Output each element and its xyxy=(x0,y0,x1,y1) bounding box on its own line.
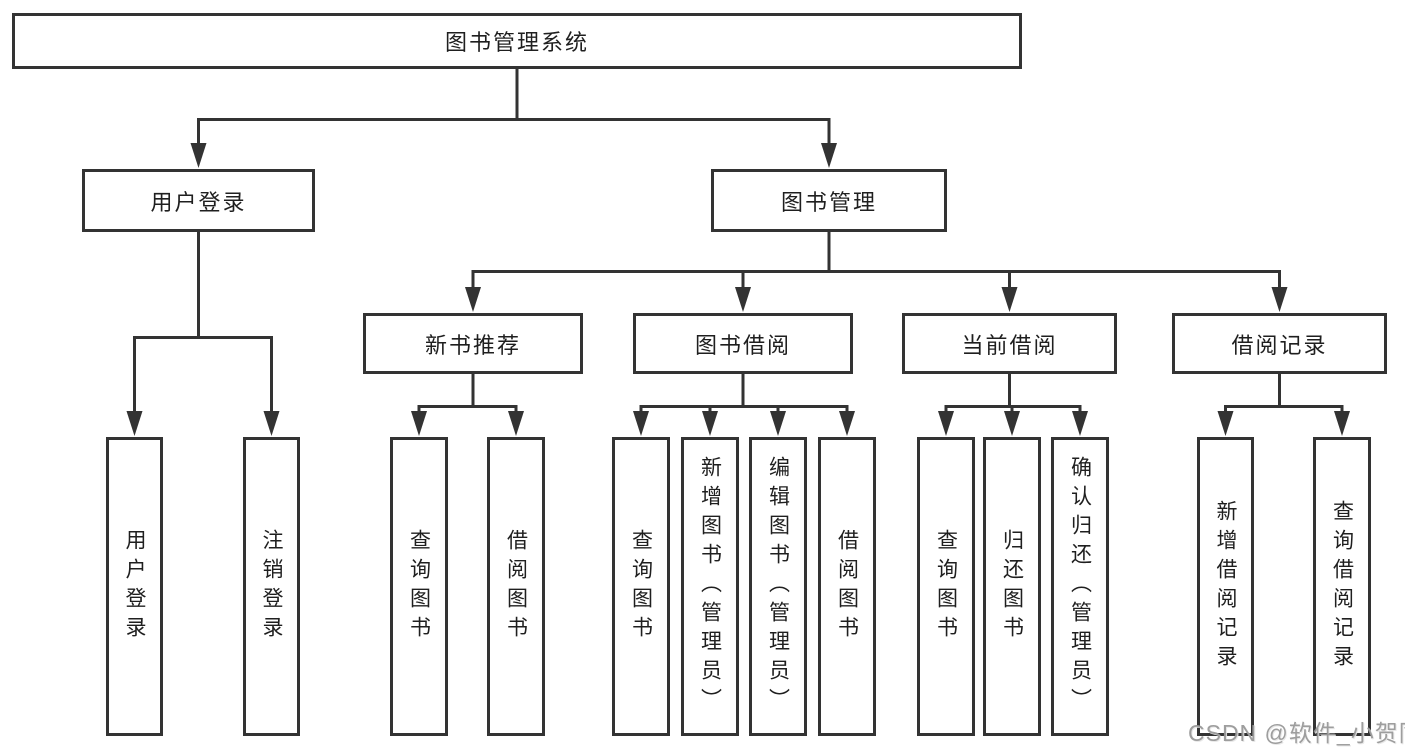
connector-current-borrowing-to-leaves xyxy=(944,372,1082,416)
leaf-logout: 注销登录 xyxy=(243,437,300,736)
leaf-edit-books-admin: 编辑图书（管理员） xyxy=(749,437,807,736)
arrowhead xyxy=(1072,411,1088,436)
node-book-borrowing: 图书借阅 xyxy=(633,313,853,374)
node-label: 查询图书 xyxy=(407,528,431,645)
connector-user-login-to-leaves xyxy=(133,230,273,416)
node-label: 新增借阅记录 xyxy=(1214,499,1237,674)
node-label: 查询图书 xyxy=(629,528,653,645)
arrowhead xyxy=(735,287,751,312)
node-label: 借阅图书 xyxy=(835,528,859,645)
connector-book-borrowing-to-leaves xyxy=(639,372,849,416)
node-library-management-system: 图书管理系统 xyxy=(12,13,1022,69)
arrowhead xyxy=(1334,411,1350,436)
arrowhead xyxy=(1004,411,1020,436)
leaf-query-books-borrowing: 查询图书 xyxy=(612,437,670,736)
arrowhead xyxy=(126,411,143,436)
leaf-add-borrowing-record: 新增借阅记录 xyxy=(1197,437,1254,736)
node-label: 注销登录 xyxy=(260,528,283,645)
node-label: 查询图书 xyxy=(934,528,958,645)
node-label: 借阅记录 xyxy=(1231,332,1328,358)
node-label: 查询借阅记录 xyxy=(1330,499,1354,674)
leaf-return-books: 归还图书 xyxy=(983,437,1041,736)
arrowhead xyxy=(508,411,524,436)
watermark: CSDN @软件_小贺同学 xyxy=(1188,720,1405,746)
arrowhead xyxy=(465,287,481,312)
arrowhead xyxy=(821,143,837,168)
leaf-confirm-return-admin: 确认归还（管理员） xyxy=(1051,437,1109,736)
node-label: 新增图书（管理员） xyxy=(698,456,722,717)
node-label: 确认归还（管理员） xyxy=(1068,456,1092,717)
node-label: 编辑图书（管理员） xyxy=(766,456,790,717)
arrowhead xyxy=(263,411,280,436)
node-user-login: 用户登录 xyxy=(82,169,315,232)
leaf-borrow-books-borrowing: 借阅图书 xyxy=(818,437,876,736)
leaf-query-borrowing-record: 查询借阅记录 xyxy=(1313,437,1371,736)
arrowhead xyxy=(190,143,207,168)
leaf-user-login: 用户登录 xyxy=(106,437,163,736)
node-label: 用户登录 xyxy=(123,528,146,645)
node-book-management: 图书管理 xyxy=(711,169,947,232)
leaf-query-books-current: 查询图书 xyxy=(917,437,975,736)
arrowhead xyxy=(633,411,649,436)
arrowhead xyxy=(411,411,427,436)
arrowhead xyxy=(839,411,855,436)
node-label: 图书借阅 xyxy=(694,332,791,358)
node-label: 当前借阅 xyxy=(961,332,1058,358)
node-current-borrowing: 当前借阅 xyxy=(902,313,1117,374)
arrowhead xyxy=(770,411,786,436)
arrowhead xyxy=(938,411,954,436)
leaf-query-books-recommendation: 查询图书 xyxy=(390,437,448,736)
node-label: 借阅图书 xyxy=(504,528,528,645)
node-label: 归还图书 xyxy=(1000,528,1024,645)
connector-new-book-recommendation-to-leaves xyxy=(417,372,518,416)
node-label: 新书推荐 xyxy=(424,332,521,358)
leaf-borrow-books-recommendation: 借阅图书 xyxy=(487,437,545,736)
connector-root-to-level2 xyxy=(197,66,831,148)
leaf-add-books-admin: 新增图书（管理员） xyxy=(681,437,739,736)
node-label: 用户登录 xyxy=(150,189,247,215)
arrowhead xyxy=(1001,287,1018,312)
node-label: 图书管理系统 xyxy=(444,30,589,55)
node-new-book-recommendation: 新书推荐 xyxy=(363,313,583,374)
node-borrowing-records: 借阅记录 xyxy=(1172,313,1387,374)
connector-borrowing-records-to-leaves xyxy=(1224,372,1344,416)
node-label: 图书管理 xyxy=(780,189,877,215)
arrowhead xyxy=(702,411,718,436)
arrowhead xyxy=(1271,287,1288,312)
connector-book-management-to-level3 xyxy=(471,230,1281,292)
arrowhead xyxy=(1217,411,1234,436)
